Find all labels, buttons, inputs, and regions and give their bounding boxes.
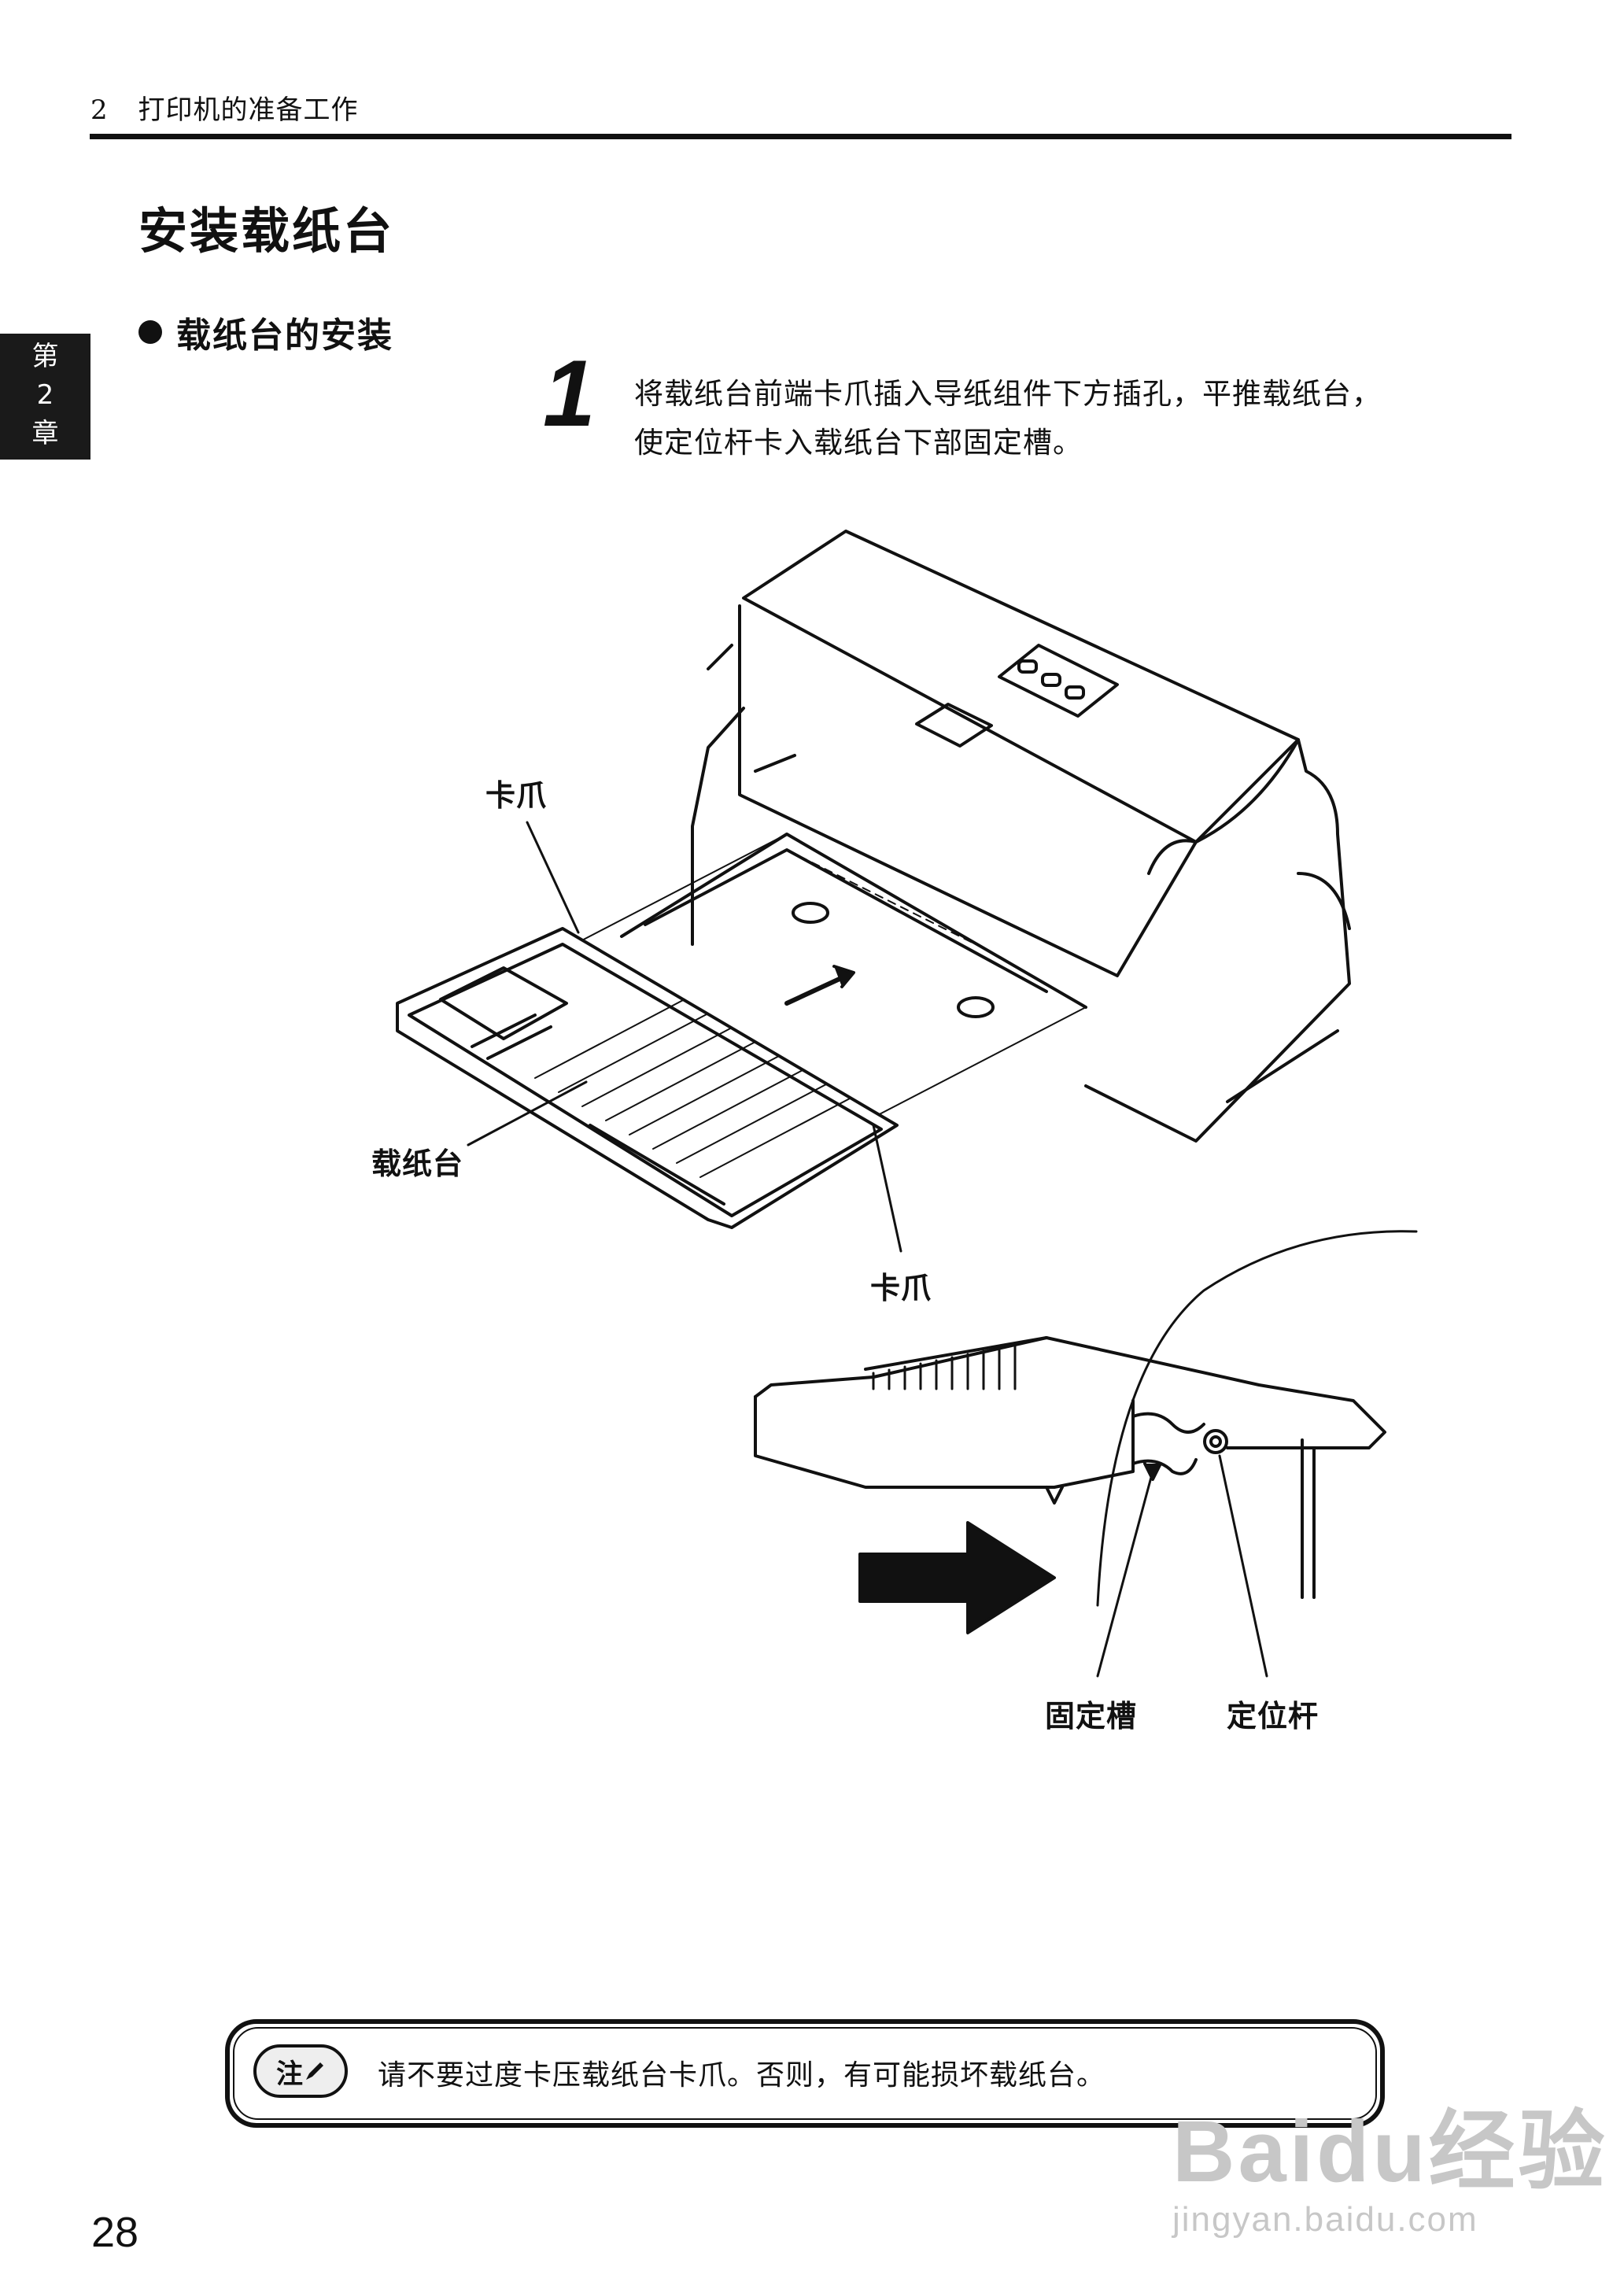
- watermark: Baidu经验 jingyan.baidu.com: [1172, 2109, 1608, 2239]
- pencil-icon: [306, 2062, 323, 2080]
- header-chapter-number: 2: [90, 94, 109, 126]
- running-header: 2 打印机的准备工作: [90, 88, 358, 127]
- header-rule: [90, 134, 1511, 139]
- note-icon-label: 注: [276, 2058, 303, 2090]
- bullet-icon: [138, 320, 162, 344]
- tray-label: 载纸台: [371, 1146, 464, 1181]
- claw-label-bottom: 卡爪: [870, 1271, 932, 1305]
- step-line-1: 将载纸台前端卡爪插入导纸组件下方插孔，平推载纸台，: [634, 377, 1382, 411]
- section-title: 安装载纸台: [138, 202, 395, 260]
- header-chapter-title: 打印机的准备工作: [138, 94, 359, 126]
- chapter-tab-line2: 2: [36, 379, 54, 411]
- claw-label-top: 卡爪: [485, 778, 548, 813]
- chapter-tab-line3: 章: [31, 418, 59, 449]
- step-number: 1: [543, 341, 596, 446]
- step-instruction: 将载纸台前端卡爪插入导纸组件下方插孔，平推载纸台， 使定位杆卡入载纸台下部固定槽…: [634, 370, 1382, 467]
- note-box: [225, 2019, 1385, 2128]
- chapter-tab: 第 2 章: [0, 334, 90, 460]
- lever-label: 定位杆: [1227, 1699, 1320, 1734]
- note-box-inner-border: [233, 2027, 1377, 2120]
- watermark-brand: Baidu经验: [1172, 2103, 1608, 2200]
- subsection-heading: 载纸台的安装: [138, 307, 393, 357]
- chapter-tab-line1: 第: [31, 341, 59, 372]
- step-line-2: 使定位杆卡入载纸台下部固定槽。: [634, 426, 1083, 460]
- page-number: 28: [91, 2209, 139, 2256]
- subsection-title: 载纸台的安装: [176, 316, 393, 356]
- note-text: 请不要过度卡压载纸台卡爪。否则，有可能损坏载纸台。: [378, 2059, 1106, 2092]
- watermark-url: jingyan.baidu.com: [1172, 2200, 1478, 2239]
- slot-label: 固定槽: [1045, 1699, 1138, 1734]
- note-pencil-icon: 注: [253, 2044, 348, 2098]
